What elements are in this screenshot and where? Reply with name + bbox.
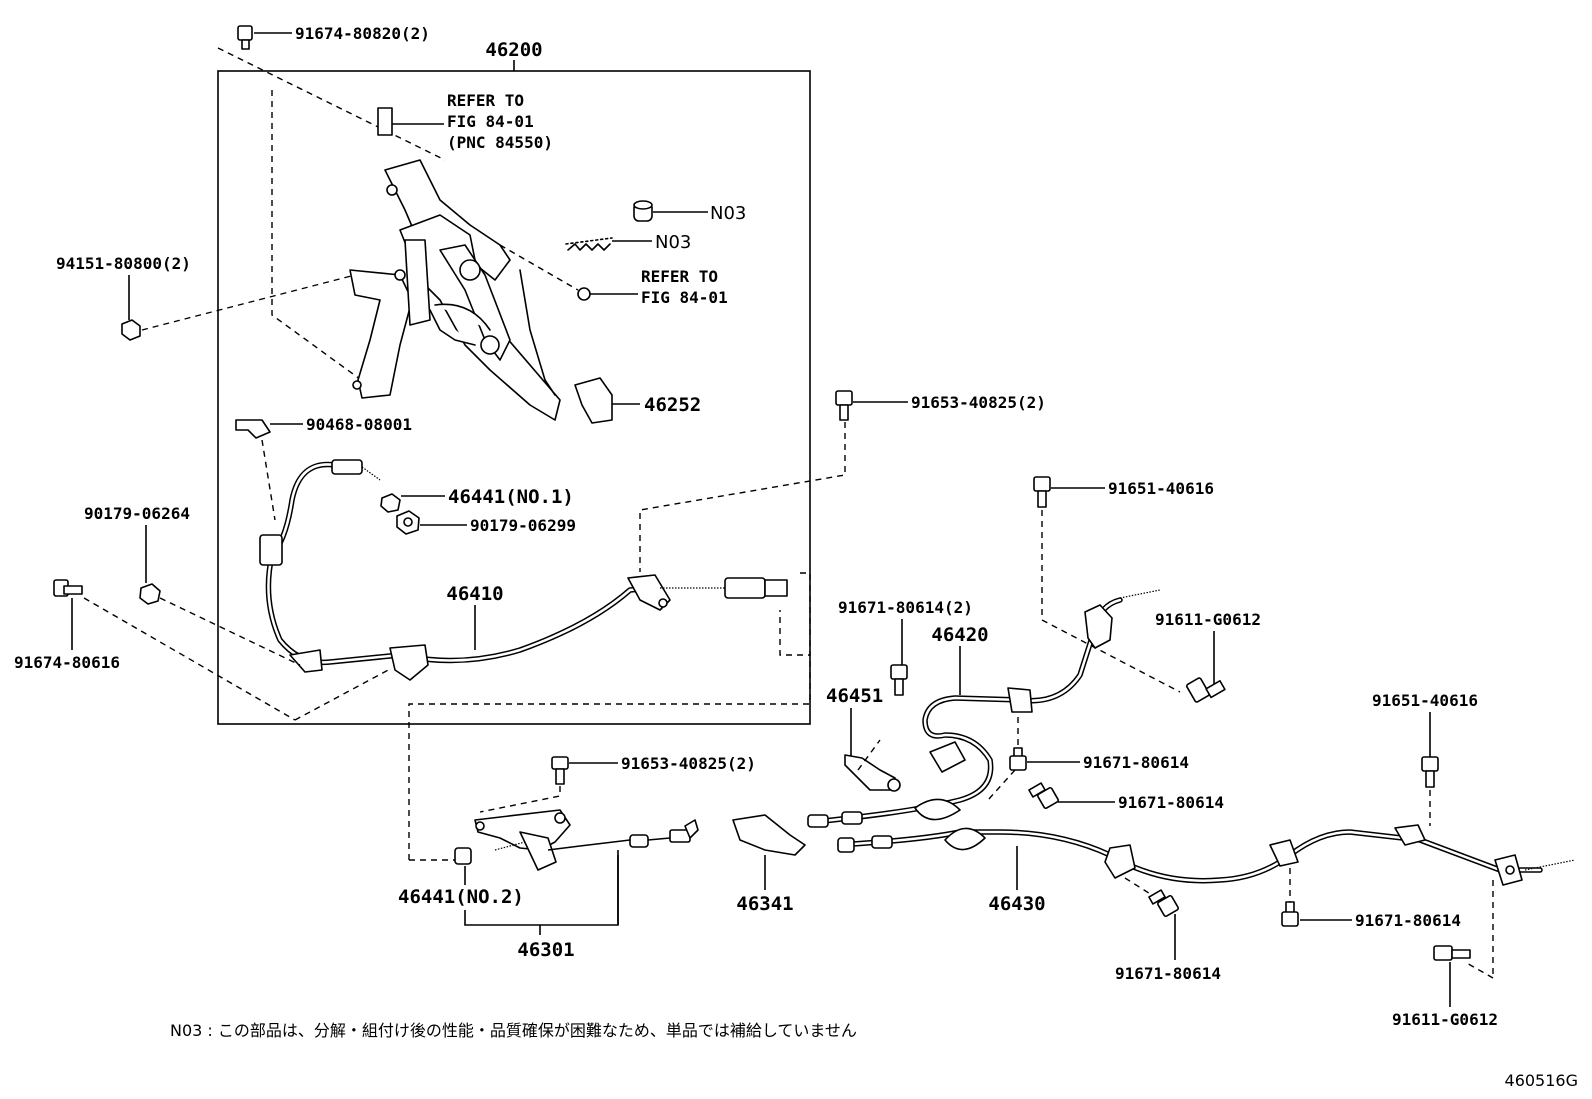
bolt-91651-40616-lower xyxy=(1421,756,1439,788)
label-refer-to-2b[interactable]: FIG 84-01 xyxy=(641,288,728,307)
label-91611-g0612-lower[interactable]: 91611-G0612 xyxy=(1392,1010,1498,1029)
bolt-91671-80614-b xyxy=(1028,782,1059,809)
label-46200[interactable]: 46200 xyxy=(485,39,542,61)
bolt-91671-80614-a xyxy=(1009,747,1027,771)
assembly-46200-box xyxy=(217,70,811,725)
bolt-91671-80614-pair xyxy=(890,664,908,696)
label-46410[interactable]: 46410 xyxy=(446,583,503,605)
label-91671-80614-c[interactable]: 91671-80614 xyxy=(1355,911,1461,930)
bolt-91671-80614-c xyxy=(1281,901,1299,927)
label-91671-80614-a[interactable]: 91671-80614 xyxy=(1083,753,1189,772)
equalizer-46301 xyxy=(474,809,699,871)
label-46441-no2[interactable]: 46441(NO.2) xyxy=(398,886,524,908)
label-91651-40616-upper[interactable]: 91651-40616 xyxy=(1108,479,1214,498)
bolt-91611-g0612-lower xyxy=(1433,945,1471,961)
label-91651-40616-lower[interactable]: 91651-40616 xyxy=(1372,691,1478,710)
label-91671-80614-2[interactable]: 91671-80614(2) xyxy=(838,598,973,617)
cable-46430 xyxy=(837,824,1576,886)
label-90179-06299[interactable]: 90179-06299 xyxy=(470,516,576,535)
label-90468-08001[interactable]: 90468-08001 xyxy=(306,415,412,434)
label-refer-to-1c[interactable]: (PNC 84550) xyxy=(447,133,553,152)
n03-spring xyxy=(565,237,613,251)
label-94151-80800[interactable]: 94151-80800(2) xyxy=(56,254,191,273)
label-n03-a[interactable]: N03 xyxy=(710,203,746,224)
n03-cap xyxy=(633,200,653,222)
adjust-nut-46441-no2 xyxy=(454,847,472,865)
grommet-90179-06264 xyxy=(139,583,161,605)
clip-46451 xyxy=(844,754,901,792)
label-46441-no1[interactable]: 46441(NO.1) xyxy=(448,486,574,508)
nut-90179-06299 xyxy=(396,510,420,535)
bolt-91671-80614-d xyxy=(1148,889,1179,917)
label-refer-to-1b[interactable]: FIG 84-01 xyxy=(447,112,534,131)
label-91653-40825-lower[interactable]: 91653-40825(2) xyxy=(621,754,756,773)
label-refer-to-1a[interactable]: REFER TO xyxy=(447,91,524,110)
label-91671-80614-d[interactable]: 91671-80614 xyxy=(1115,964,1221,983)
label-n03-b[interactable]: N03 xyxy=(655,232,691,253)
label-46451[interactable]: 46451 xyxy=(826,685,883,707)
footnote-n03: N03 : この部品は、分解・組付け後の性能・品質確保が困難なため、単品では補給… xyxy=(170,1021,857,1040)
label-91611-g0612-upper[interactable]: 91611-G0612 xyxy=(1155,610,1261,629)
label-46301[interactable]: 46301 xyxy=(517,939,574,961)
bracket-46341 xyxy=(732,814,806,856)
pedal-pad-46252 xyxy=(574,377,613,424)
bolt-91674-80616 xyxy=(53,579,83,597)
label-46420[interactable]: 46420 xyxy=(931,624,988,646)
label-91674-80820[interactable]: 91674-80820(2) xyxy=(295,24,430,43)
clip-90468-08001 xyxy=(235,419,271,439)
cable-46410 xyxy=(259,459,788,681)
label-90179-06264[interactable]: 90179-06264 xyxy=(84,504,190,523)
label-91674-80616[interactable]: 91674-80616 xyxy=(14,653,120,672)
label-refer-to-2a[interactable]: REFER TO xyxy=(641,267,718,286)
bolt-91611-g0612-upper xyxy=(1186,677,1226,703)
nut-94151-80800 xyxy=(121,319,141,341)
label-91653-40825-upper[interactable]: 91653-40825(2) xyxy=(911,393,1046,412)
label-46252[interactable]: 46252 xyxy=(644,394,701,416)
parking-brake-pedal-assembly xyxy=(271,90,561,421)
bolt-91653-40825-upper xyxy=(835,390,853,421)
bolt-91653-40825-lower xyxy=(551,756,569,785)
bolt-91674-80820 xyxy=(237,25,253,50)
cable-46420 xyxy=(807,589,1161,828)
figure-id: 460516G xyxy=(1505,1071,1578,1090)
bolt-91651-40616-upper xyxy=(1033,476,1051,508)
label-46341[interactable]: 46341 xyxy=(736,893,793,915)
adjust-nut-46441-no1 xyxy=(380,493,401,513)
label-91671-80614-b[interactable]: 91671-80614 xyxy=(1118,793,1224,812)
label-46430[interactable]: 46430 xyxy=(988,893,1045,915)
